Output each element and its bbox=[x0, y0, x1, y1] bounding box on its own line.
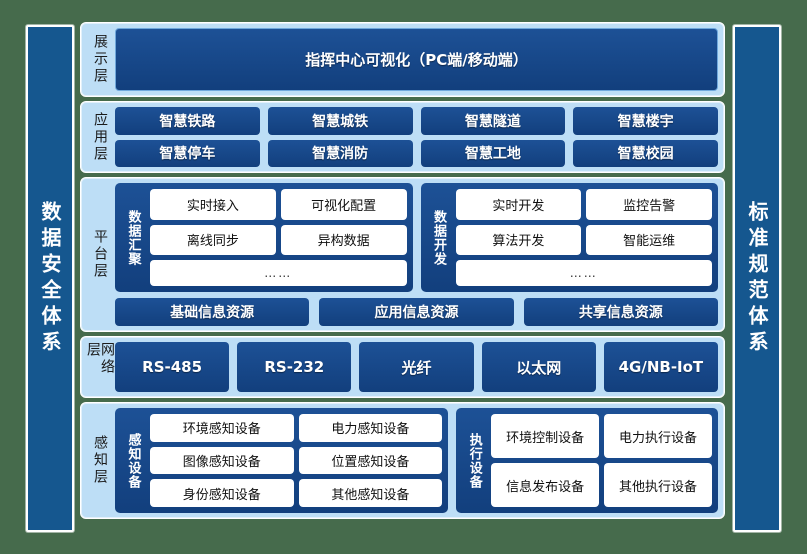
app-item-smart-campus[interactable]: 智慧校园 bbox=[573, 139, 718, 167]
network-item-fiber[interactable]: 光纤 bbox=[359, 342, 474, 392]
group-actuator-devices: 执行设备 环境控制设备 电力执行设备 信息发布设备 其他执行设备 bbox=[456, 408, 718, 513]
app-item-smart-railway[interactable]: 智慧铁路 bbox=[115, 107, 260, 135]
chip-other-actuator[interactable]: 其他执行设备 bbox=[604, 463, 712, 507]
chip-realtime-ingest[interactable]: 实时接入 bbox=[150, 189, 276, 220]
layer-perception-label: 感知层 bbox=[92, 435, 108, 486]
app-item-smart-parking[interactable]: 智慧停车 bbox=[115, 139, 260, 167]
network-item-rs485[interactable]: RS-485 bbox=[115, 342, 230, 392]
chip-aggregation-more[interactable]: …… bbox=[150, 260, 407, 286]
group-data-aggregation-title: 数据汇聚 bbox=[125, 209, 141, 266]
layer-network: 网络层 RS-485 RS-232 光纤 以太网 4G/NB-IoT bbox=[80, 336, 725, 398]
layer-application: 应用层 智慧铁路 智慧城铁 智慧隧道 智慧楼宇 智慧停车 智慧消防 智慧工地 智… bbox=[80, 101, 725, 173]
layer-platform-label: 平台层 bbox=[92, 229, 108, 280]
app-item-smart-site[interactable]: 智慧工地 bbox=[420, 139, 566, 167]
group-data-aggregation-grid: 实时接入 可视化配置 离线同步 异构数据 …… bbox=[150, 189, 407, 286]
layer-stack: 展示层 指挥中心可视化（PC端/移动端） 应用层 智慧铁路 智慧城铁 智慧隧道 … bbox=[80, 22, 725, 535]
display-command-center-bar[interactable]: 指挥中心可视化（PC端/移动端） bbox=[115, 28, 718, 91]
network-item-rs232[interactable]: RS-232 bbox=[237, 342, 352, 392]
app-item-smart-metro[interactable]: 智慧城铁 bbox=[267, 107, 413, 135]
layer-display-label: 展示层 bbox=[92, 34, 108, 85]
chip-algorithm-development[interactable]: 算法开发 bbox=[455, 224, 582, 256]
chip-heterogeneous-data[interactable]: 异构数据 bbox=[280, 224, 407, 256]
resource-basic-information[interactable]: 基础信息资源 bbox=[115, 298, 310, 326]
layer-display-body: 指挥中心可视化（PC端/移动端） bbox=[115, 28, 718, 91]
group-actuator-devices-grid: 环境控制设备 电力执行设备 信息发布设备 其他执行设备 bbox=[491, 414, 712, 507]
network-item-ethernet[interactable]: 以太网 bbox=[481, 342, 596, 392]
chip-monitoring-alarm[interactable]: 监控告警 bbox=[586, 189, 712, 220]
group-data-development-title: 数据开发 bbox=[431, 209, 446, 266]
chip-power-sensor[interactable]: 电力感知设备 bbox=[298, 414, 443, 442]
group-actuator-devices-title: 执行设备 bbox=[466, 432, 482, 489]
chip-environment-control[interactable]: 环境控制设备 bbox=[491, 414, 600, 458]
chip-other-sensor[interactable]: 其他感知设备 bbox=[298, 479, 443, 507]
layer-display: 展示层 指挥中心可视化（PC端/移动端） bbox=[80, 22, 725, 97]
chip-environment-sensor[interactable]: 环境感知设备 bbox=[150, 414, 294, 442]
app-item-smart-tunnel[interactable]: 智慧隧道 bbox=[420, 107, 566, 135]
platform-groups: 数据汇聚 实时接入 可视化配置 离线同步 异构数据 …… 数据开发 bbox=[115, 183, 718, 292]
layer-platform-body: 数据汇聚 实时接入 可视化配置 离线同步 异构数据 …… 数据开发 bbox=[115, 183, 718, 326]
chip-intelligent-ops[interactable]: 智能运维 bbox=[586, 224, 712, 256]
application-grid: 智慧铁路 智慧城铁 智慧隧道 智慧楼宇 智慧停车 智慧消防 智慧工地 智慧校园 bbox=[115, 107, 718, 167]
chip-offline-sync[interactable]: 离线同步 bbox=[150, 224, 276, 256]
platform-resource-row: 基础信息资源 应用信息资源 共享信息资源 bbox=[115, 298, 718, 326]
pillar-data-security: 数据安全体系 bbox=[26, 25, 74, 532]
group-data-aggregation: 数据汇聚 实时接入 可视化配置 离线同步 异构数据 …… bbox=[115, 183, 413, 292]
perception-groups: 感知设备 环境感知设备 电力感知设备 图像感知设备 位置感知设备 身份感知设备 … bbox=[115, 408, 718, 513]
group-data-development: 数据开发 实时开发 监控告警 算法开发 智能运维 …… bbox=[420, 183, 718, 292]
resource-shared-information[interactable]: 共享信息资源 bbox=[523, 298, 718, 326]
group-data-development-grid: 实时开发 监控告警 算法开发 智能运维 …… bbox=[455, 189, 712, 286]
chip-visual-config[interactable]: 可视化配置 bbox=[280, 189, 407, 220]
network-grid: RS-485 RS-232 光纤 以太网 4G/NB-IoT bbox=[115, 342, 718, 392]
chip-location-sensor[interactable]: 位置感知设备 bbox=[298, 446, 443, 475]
layer-network-body: RS-485 RS-232 光纤 以太网 4G/NB-IoT bbox=[115, 342, 718, 392]
layer-application-body: 智慧铁路 智慧城铁 智慧隧道 智慧楼宇 智慧停车 智慧消防 智慧工地 智慧校园 bbox=[115, 107, 718, 167]
app-item-smart-building[interactable]: 智慧楼宇 bbox=[573, 107, 718, 135]
layer-perception-body: 感知设备 环境感知设备 电力感知设备 图像感知设备 位置感知设备 身份感知设备 … bbox=[115, 408, 718, 513]
chip-image-sensor[interactable]: 图像感知设备 bbox=[150, 446, 294, 475]
resource-application-information[interactable]: 应用信息资源 bbox=[319, 298, 514, 326]
group-sensing-devices-grid: 环境感知设备 电力感知设备 图像感知设备 位置感知设备 身份感知设备 其他感知设… bbox=[150, 414, 443, 507]
pillar-standards: 标准规范体系 bbox=[733, 25, 781, 532]
chip-identity-sensor[interactable]: 身份感知设备 bbox=[150, 479, 294, 507]
layer-platform: 平台层 数据汇聚 实时接入 可视化配置 离线同步 异构数据 …… bbox=[80, 177, 725, 332]
pillar-left-label: 数据安全体系 bbox=[38, 200, 62, 357]
group-sensing-devices: 感知设备 环境感知设备 电力感知设备 图像感知设备 位置感知设备 身份感知设备 … bbox=[115, 408, 449, 513]
chip-power-actuator[interactable]: 电力执行设备 bbox=[604, 414, 712, 458]
chip-development-more[interactable]: …… bbox=[455, 260, 712, 286]
network-item-4g-nbiot[interactable]: 4G/NB-IoT bbox=[603, 342, 718, 392]
pillar-right-label: 标准规范体系 bbox=[745, 200, 769, 357]
layer-perception: 感知层 感知设备 环境感知设备 电力感知设备 图像感知设备 位置感知设备 身份感… bbox=[80, 402, 725, 519]
layer-network-label: 网络层 bbox=[85, 342, 115, 376]
chip-realtime-development[interactable]: 实时开发 bbox=[455, 189, 582, 220]
group-sensing-devices-title: 感知设备 bbox=[125, 432, 141, 489]
chip-information-release[interactable]: 信息发布设备 bbox=[491, 463, 600, 507]
app-item-smart-fire[interactable]: 智慧消防 bbox=[267, 139, 413, 167]
layer-application-label: 应用层 bbox=[92, 111, 108, 163]
